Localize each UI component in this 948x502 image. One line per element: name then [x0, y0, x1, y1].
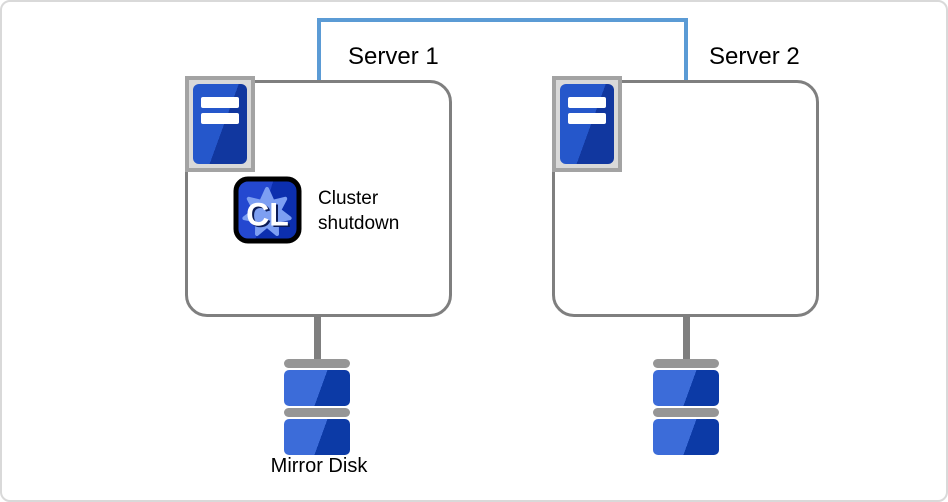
tower-slot: [201, 97, 239, 108]
tower-slot: [568, 97, 606, 108]
cluster-shutdown-label: Cluster shutdown: [318, 188, 400, 234]
server1-tower-frame: [185, 76, 255, 172]
disk-platter: [284, 370, 350, 406]
gear-splat-shape: [242, 187, 292, 236]
badge-text-shadow: CL: [248, 198, 291, 234]
disk-platter: [284, 419, 350, 455]
mirror-disk-label: Mirror Disk: [270, 455, 368, 477]
server2-label: Server 2: [709, 43, 800, 70]
server2-tower-frame: [552, 76, 622, 172]
disk-cap: [653, 408, 719, 417]
server1-disk-link: [314, 314, 321, 364]
tower-slot: [201, 113, 239, 124]
disk-cap: [284, 359, 350, 368]
server-tower-icon: [560, 84, 614, 164]
tower-slot: [568, 113, 606, 124]
interconnect-line-right: [684, 18, 688, 82]
interconnect-line-horizontal: [317, 18, 688, 22]
server-tower-icon: [193, 84, 247, 164]
server2-disk-link: [683, 314, 690, 364]
disk-platter: [653, 419, 719, 455]
interconnect-line-left: [317, 18, 321, 82]
mirror-disk-icon: [284, 359, 350, 457]
cluster-app-icon: CL CL: [233, 176, 302, 244]
server1-label: Server 1: [348, 43, 439, 70]
badge-text: CL: [246, 197, 289, 233]
disk-cap: [284, 408, 350, 417]
disk-platter: [653, 370, 719, 406]
disk-cap: [653, 359, 719, 368]
mirror-disk-icon: [653, 359, 719, 457]
